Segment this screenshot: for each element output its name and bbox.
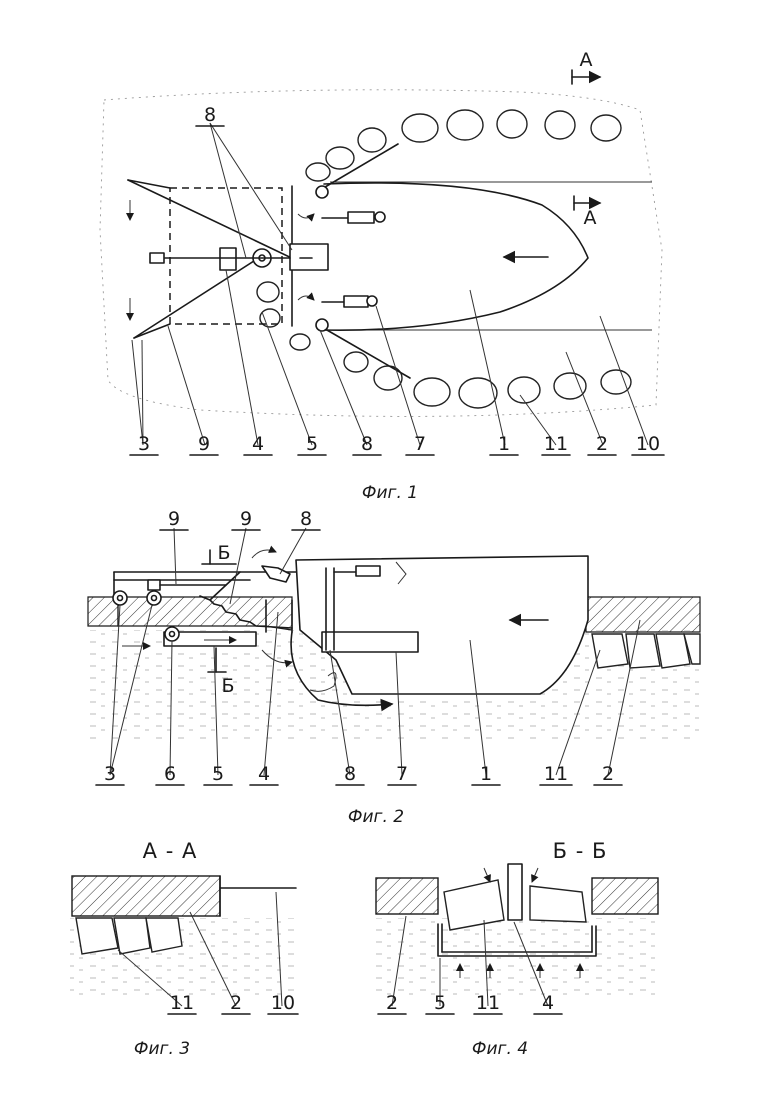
fig1-caption: Фиг. 1 [362, 483, 418, 503]
fig1-label-10: 10 [636, 433, 660, 455]
fig2-rotation-arrow [252, 550, 276, 558]
fig1-label-11: 11 [544, 433, 568, 455]
fig2-section-letter-top: Б [217, 542, 230, 564]
fig4-pusher [508, 864, 522, 920]
fig1-section-letter-top: A [580, 49, 593, 71]
fig1-label-5: 5 [306, 433, 318, 455]
fig1-section-letter-channel: A [584, 207, 597, 229]
fig1-ice-floes-under-device [257, 282, 310, 350]
fig2-ice-floes [592, 634, 700, 668]
fig1-section-mark-channel: A [574, 196, 600, 229]
fig1-ice-floes-bottom [344, 352, 631, 408]
fig3-ice-hatched [72, 876, 220, 916]
fig4-broken-floe-right [530, 886, 586, 922]
fig2-label-11: 11 [544, 763, 568, 785]
fig2-caption: Фиг. 2 [348, 807, 404, 827]
fig4-water [376, 918, 660, 1000]
fig4-label-11: 11 [476, 992, 500, 1014]
fig2-label-3: 3 [104, 763, 116, 785]
fig1-cylinder-top [322, 212, 385, 223]
fig1-boom-pivot-bottom [316, 319, 328, 331]
fig1-rotation-arrow-bottom [298, 296, 314, 300]
fig4-ice-left-hatched [376, 878, 438, 914]
fig2-actuator-box [148, 580, 160, 590]
figure-4: Б - Б [376, 839, 660, 1059]
fig2-label-9-a: 9 [168, 508, 180, 530]
fig1-pusher-body [220, 248, 236, 270]
fig3-label-11: 11 [170, 992, 194, 1014]
fig1-rotation-arrow-top [298, 214, 314, 218]
fig2-pusher-actuator [262, 566, 290, 582]
fig3-label-10: 10 [271, 992, 295, 1014]
fig1-cross-lever-a [128, 180, 300, 262]
fig4-label-2: 2 [386, 992, 398, 1014]
fig1-cylinder-bottom [322, 296, 377, 307]
fig1-label-4: 4 [252, 433, 264, 455]
fig1-label-8-bottom: 8 [361, 433, 373, 455]
fig1-rod-end [150, 253, 164, 263]
fig3-caption: Фиг. 3 [134, 1039, 190, 1059]
fig2-roller-right [147, 591, 161, 605]
fig1-label-9: 9 [198, 433, 210, 455]
fig1-boom-pivot-top [316, 186, 328, 198]
fig1-cross-lever-b [134, 252, 268, 338]
fig2-label-8-top: 8 [300, 508, 312, 530]
fig2-section-mark-top: Б [202, 542, 236, 564]
fig3-title: A - A [143, 839, 198, 863]
fig4-label-4: 4 [542, 992, 554, 1014]
fig2-ice-right-hatched [586, 597, 700, 632]
fig1-top-rail [128, 180, 170, 188]
fig1-slide-block [290, 244, 328, 270]
fig2-horizontal-boom [322, 632, 418, 652]
fig4-title: Б - Б [553, 839, 608, 863]
fig2-label-4: 4 [258, 763, 270, 785]
figure-3: A - A 11 2 10 Фиг. 3 [70, 839, 298, 1059]
fig3-label-2: 2 [230, 992, 242, 1014]
fig2-deck-cylinder [356, 566, 380, 576]
figure-1: 3 9 4 5 8 7 1 11 2 10 8 A A Фиг. 1 [100, 49, 664, 503]
fig2-roller-left [113, 591, 127, 605]
fig3-ice-floes [76, 918, 182, 954]
fig1-section-mark-top: A [572, 49, 600, 84]
fig4-caption: Фиг. 4 [472, 1039, 528, 1059]
fig2-label-9-b: 9 [240, 508, 252, 530]
fig1-label-7: 7 [414, 433, 426, 455]
fig4-label-5: 5 [434, 992, 446, 1014]
fig2-label-7: 7 [396, 763, 408, 785]
fig2-label-1: 1 [480, 763, 492, 785]
fig2-label-6: 6 [164, 763, 176, 785]
fig2-label-5: 5 [212, 763, 224, 785]
fig2-lower-roller [165, 627, 179, 641]
fig2-label-8-bottom: 8 [344, 763, 356, 785]
fig1-label-3: 3 [138, 433, 150, 455]
fig1-label-2: 2 [596, 433, 608, 455]
fig4-ice-right-hatched [592, 878, 658, 914]
fig2-label-2: 2 [602, 763, 614, 785]
fig1-label-8-top: 8 [204, 104, 216, 126]
fig2-section-letter-bottom: Б [221, 675, 234, 697]
fig1-label-1: 1 [498, 433, 510, 455]
fig1-label-underlines [130, 126, 664, 455]
figure-2: Б Б [88, 508, 700, 827]
